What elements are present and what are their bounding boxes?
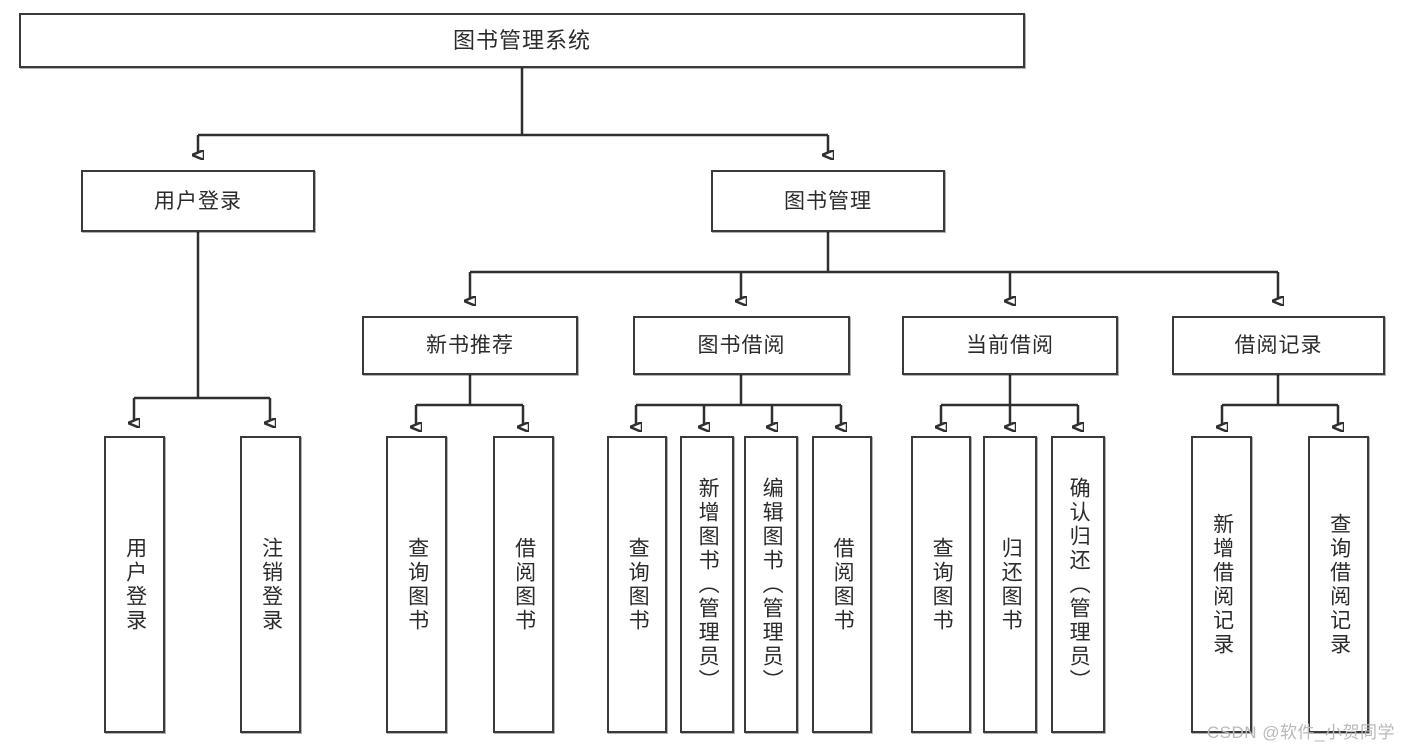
node-book-management[interactable]: 图书管理: [711, 170, 945, 232]
node-label: 借阅图书: [512, 536, 536, 633]
leaf-newbook-borrow-book[interactable]: 借阅图书: [493, 436, 554, 733]
node-new-book-recommend[interactable]: 新书推荐: [362, 316, 578, 375]
node-label: 查询图书: [405, 536, 429, 633]
node-label: 用户登录: [123, 536, 147, 633]
node-label: 编辑图书（管理员）: [760, 476, 784, 693]
node-label: 新增图书（管理员）: [696, 476, 720, 693]
csdn-watermark: CSDN @软件_小贺同学: [1206, 723, 1395, 742]
node-label: 查询图书: [930, 536, 954, 633]
node-user-login[interactable]: 用户登录: [81, 170, 315, 232]
node-label: 借阅记录: [1234, 334, 1323, 357]
leaf-current-return-book[interactable]: 归还图书: [983, 436, 1037, 733]
node-book-borrow[interactable]: 图书借阅: [633, 316, 850, 375]
leaf-current-query-book[interactable]: 查询图书: [911, 436, 971, 733]
leaf-borrow-borrow-book[interactable]: 借阅图书: [812, 436, 872, 733]
leaf-user-login-logout[interactable]: 注销登录: [240, 436, 301, 733]
leaf-borrow-add-book-admin[interactable]: 新增图书（管理员）: [680, 436, 734, 733]
leaf-user-login-login[interactable]: 用户登录: [104, 436, 165, 733]
node-label: 当前借阅: [966, 334, 1054, 357]
node-label: 新书推荐: [426, 334, 514, 357]
node-label: 确认归还（管理员）: [1067, 476, 1091, 693]
leaf-borrow-query-book[interactable]: 查询图书: [607, 436, 667, 733]
node-label: 用户登录: [154, 189, 242, 213]
leaf-records-query-record[interactable]: 查询借阅记录: [1308, 436, 1369, 733]
node-label: 图书借阅: [697, 334, 786, 357]
leaf-current-confirm-return-admin[interactable]: 确认归还（管理员）: [1051, 436, 1105, 733]
node-label: 查询借阅记录: [1327, 512, 1351, 657]
node-label: 借阅图书: [831, 536, 855, 633]
node-label: 归还图书: [999, 536, 1023, 633]
node-borrow-records[interactable]: 借阅记录: [1172, 316, 1385, 375]
leaf-records-add-record[interactable]: 新增借阅记录: [1191, 436, 1252, 733]
node-label: 注销登录: [259, 536, 283, 633]
node-label: 新增借阅记录: [1210, 512, 1234, 657]
node-label: 图书管理系统: [452, 27, 591, 53]
node-label: 查询图书: [626, 536, 650, 633]
leaf-borrow-edit-book-admin[interactable]: 编辑图书（管理员）: [744, 436, 798, 733]
node-current-borrow[interactable]: 当前借阅: [902, 316, 1118, 375]
node-root-system[interactable]: 图书管理系统: [19, 13, 1025, 68]
leaf-newbook-query-book[interactable]: 查询图书: [386, 436, 447, 733]
node-label: 图书管理: [784, 189, 872, 213]
